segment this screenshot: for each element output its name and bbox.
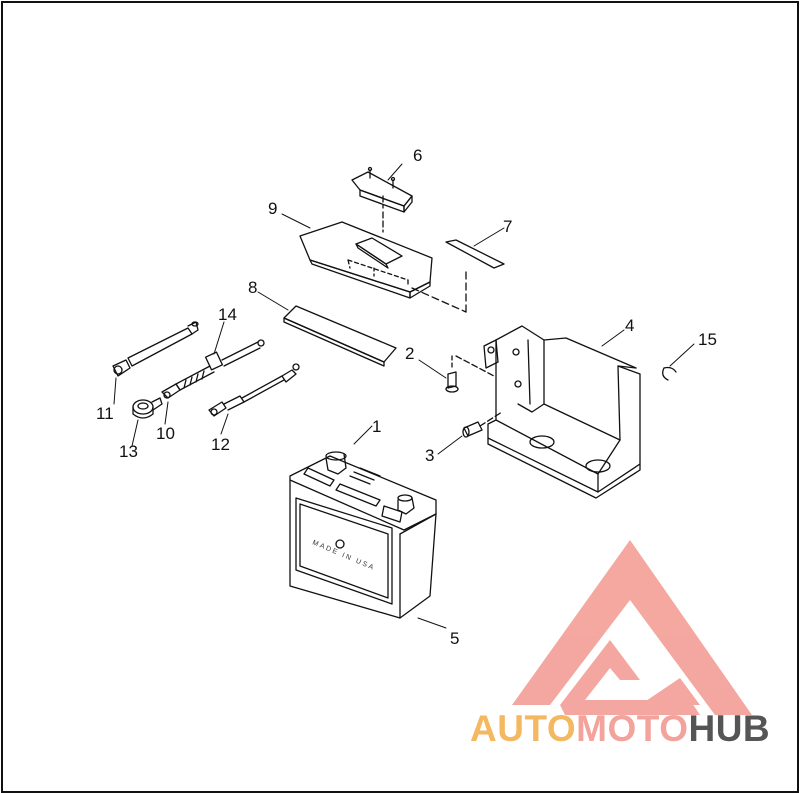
callout-10: 10: [156, 424, 175, 443]
callout-3: 3: [425, 446, 435, 465]
part-3-screw: [462, 411, 503, 438]
part-5-battery: [289, 451, 437, 619]
part-12-cable: [208, 363, 300, 417]
part-13-terminal: [132, 397, 163, 419]
leader-lines: [113, 163, 695, 629]
callout-7: 7: [503, 217, 513, 236]
callout-4: 4: [625, 316, 635, 335]
watermark-part-auto: AUTO: [470, 708, 577, 749]
watermark-logo: [512, 540, 752, 715]
callout-1: 1: [372, 417, 382, 436]
callout-12: 12: [211, 435, 230, 454]
part-11-cable: [112, 321, 199, 377]
watermark-text: AUTOMOTOHUB: [470, 708, 770, 750]
callout-9: 9: [268, 199, 278, 218]
callout-6: 6: [413, 146, 423, 165]
part-15-clip: [662, 366, 677, 381]
callout-15: 15: [698, 330, 717, 349]
part-6-hold-down-clamp: [351, 166, 413, 233]
part-8-pad: [283, 305, 397, 367]
part-2-screw: [445, 355, 495, 393]
part-4-battery-tray: [483, 325, 641, 499]
callout-2: 2: [405, 344, 415, 363]
callout-8: 8: [248, 278, 258, 297]
callout-14: 14: [218, 305, 237, 324]
watermark-part-hub: HUB: [688, 708, 771, 749]
callout-11: 11: [96, 404, 114, 423]
part-9-battery-cover: [299, 221, 433, 299]
part-14-cable-with-fuse: [161, 339, 265, 399]
part-7-adhesive-strip: [411, 239, 505, 313]
callout-13: 13: [119, 442, 138, 461]
callout-5: 5: [450, 629, 460, 648]
watermark-part-moto: MOTO: [576, 708, 689, 749]
